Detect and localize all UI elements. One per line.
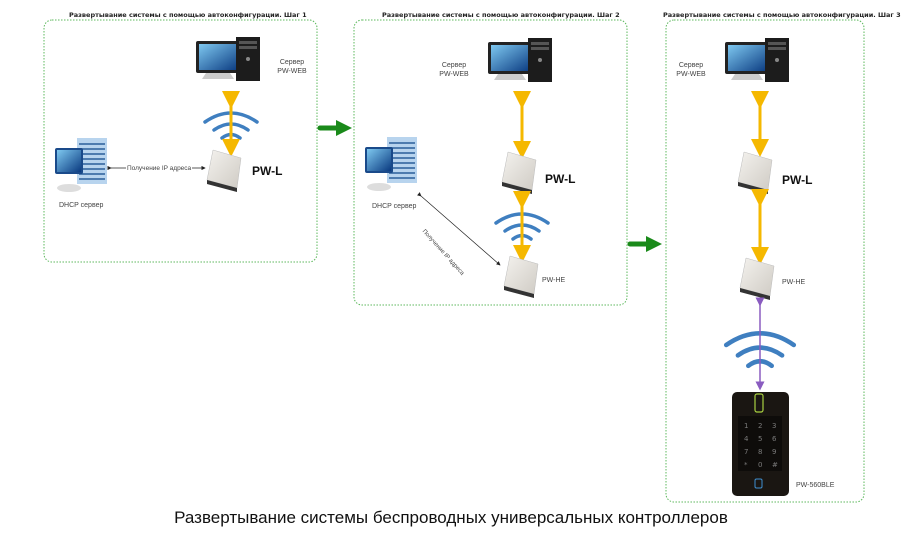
figure-caption: Развертывание системы беспроводных униве… [174,508,728,527]
keypad-key: 2 [758,422,762,430]
server-pc-icon [196,37,260,81]
pw-l-device-icon [501,151,537,195]
keypad-key: * [744,461,748,469]
panel-step-2 [353,19,628,306]
server-pc-icon [725,38,789,82]
server-pc-icon [488,38,552,82]
step-arrow-1-2 [317,120,352,136]
panel-title-step-3: Развертывание системы с помощью автоконф… [663,11,901,19]
keypad-key: 8 [758,448,762,456]
server-label-text: Сервер [279,59,305,66]
dhcp-label: DHCP сервер [372,203,417,210]
panel-title-step-1: Развертывание системы с помощью автоконф… [69,11,307,19]
server-model-text: PW-WEB [439,71,469,78]
pw-he-label: PW-HE [542,277,566,284]
keypad-key: 5 [758,435,762,443]
pw-560ble-label: PW-560BLE [796,482,835,489]
keypad-key: # [772,461,778,469]
pw-l-label: PW-L [782,173,813,187]
dhcp-label: DHCP сервер [59,202,104,209]
panel-title-step-2: Развертывание системы с помощью автоконф… [382,11,620,19]
pw-l-label: PW-L [252,164,283,178]
server-label: Сервер PW-WEB [277,58,307,76]
server-model-text: PW-WEB [277,68,307,75]
keypad-key: 4 [744,435,749,443]
pw-560ble-reader-icon: 1 2 3 4 5 6 7 8 9 * 0 # [732,392,789,496]
keypad-key: 9 [772,448,776,456]
keypad-key: 1 [744,422,748,430]
ip-link [416,192,501,266]
pw-l-device-icon [737,151,773,195]
pw-he-device-icon [503,255,539,299]
server-label: Сервер PW-WEB [437,61,471,79]
server-label-text: Сервер [678,62,704,69]
keypad-key: 3 [772,422,776,430]
pw-l-device-icon [206,149,242,193]
keypad-key: 0 [758,461,762,469]
step-arrow-2-3 [627,236,662,252]
server-label: Сервер PW-WEB [674,61,708,79]
dhcp-server-icon [364,136,418,192]
dhcp-server-icon [54,137,108,193]
pw-he-label: PW-HE [782,279,806,286]
server-model-text: PW-WEB [676,71,706,78]
pw-he-device-icon [739,257,775,301]
panel-step-3 [665,19,865,503]
keypad-key: 7 [744,448,748,456]
server-label-text: Сервер [441,62,467,69]
ip-link-label: Получение IP адреса [126,164,193,173]
keypad-key: 6 [772,435,777,443]
panel-step-1 [43,19,318,263]
pw-l-label: PW-L [545,172,576,186]
